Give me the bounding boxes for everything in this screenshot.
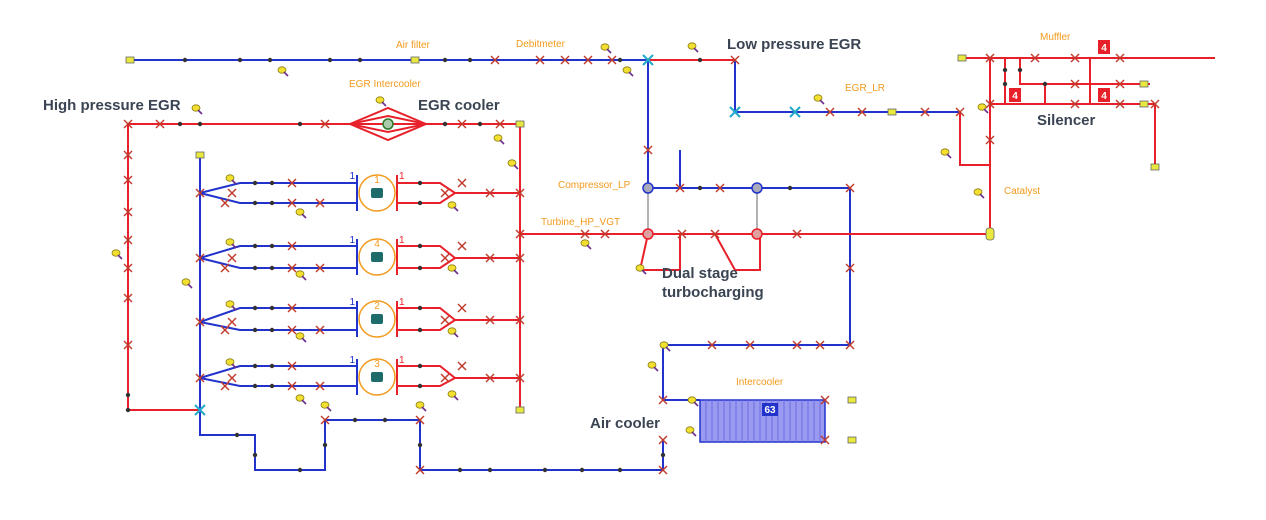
cylinder-port-out: 1 xyxy=(399,297,405,308)
egr-cooler-icon xyxy=(382,118,394,130)
junction-dots xyxy=(125,57,1048,473)
intake-pipes xyxy=(130,59,960,471)
cylinder-port-in: 1 xyxy=(349,171,355,182)
label-silencer: Silencer xyxy=(1037,112,1096,129)
label-turbine-hp-vgt: Turbine_HP_VGT xyxy=(541,217,620,228)
compressor-lp-icon xyxy=(642,182,654,194)
cylinders: 1 1 1 4 1 1 2 1 1 3 1 xyxy=(349,171,405,396)
label-egr-lr: EGR_LR xyxy=(845,83,885,94)
cylinder-1: 1 1 1 xyxy=(349,171,405,212)
exhaust-pipes xyxy=(127,57,1215,411)
cylinder-port-out: 1 xyxy=(399,355,405,366)
cylinder-number: 3 xyxy=(374,359,380,370)
turbine-hp-icon xyxy=(642,228,654,240)
turbo-units xyxy=(382,118,763,240)
muffler-badge-mid: 4 xyxy=(1012,91,1018,102)
label-egr-intercooler: EGR Intercooler xyxy=(349,79,421,90)
cylinder-number: 1 xyxy=(374,175,380,186)
cylinder-port-in: 1 xyxy=(349,297,355,308)
cylinder-number: 2 xyxy=(374,301,380,312)
label-air-cooler: Air cooler xyxy=(590,415,660,432)
turbine-lp-icon xyxy=(751,228,763,240)
label-muffler: Muffler xyxy=(1040,32,1071,43)
label-debitmeter: Debitmeter xyxy=(516,39,566,50)
label-compressor-lp: Compressor_LP xyxy=(558,180,631,191)
cylinder-number: 4 xyxy=(374,239,380,250)
label-egr-cooler: EGR cooler xyxy=(418,97,500,114)
cylinder-4: 4 1 1 xyxy=(349,235,405,276)
compressor-hp-icon xyxy=(751,182,763,194)
cylinder-3: 3 1 1 xyxy=(349,355,405,396)
cylinder-port-out: 1 xyxy=(399,171,405,182)
label-turbocharging: turbocharging xyxy=(662,284,764,301)
cylinder-port-in: 1 xyxy=(349,355,355,366)
label-air-filter: Air filter xyxy=(396,40,431,51)
intercooler-value: 63 xyxy=(764,405,776,416)
muffler-badges: 4 4 4 xyxy=(1009,40,1110,102)
label-low-pressure-egr: Low pressure EGR xyxy=(727,36,861,53)
label-dual-stage: Dual stage xyxy=(662,265,738,282)
label-catalyst: Catalyst xyxy=(1004,186,1040,197)
turbo-shafts xyxy=(647,188,758,234)
end-caps xyxy=(125,54,1160,444)
sensor-bulbs xyxy=(111,42,989,437)
valve-markers xyxy=(123,53,1160,475)
intercooler-block: 63 xyxy=(699,399,826,443)
label-intercooler: Intercooler xyxy=(736,377,784,388)
muffler-badge-low: 4 xyxy=(1101,91,1107,102)
muffler-badge-top: 4 xyxy=(1101,43,1107,54)
cylinder-2: 2 1 1 xyxy=(349,297,405,338)
cylinder-port-in: 1 xyxy=(349,235,355,246)
cylinder-port-out: 1 xyxy=(399,235,405,246)
label-high-pressure-egr: High pressure EGR xyxy=(43,97,181,114)
